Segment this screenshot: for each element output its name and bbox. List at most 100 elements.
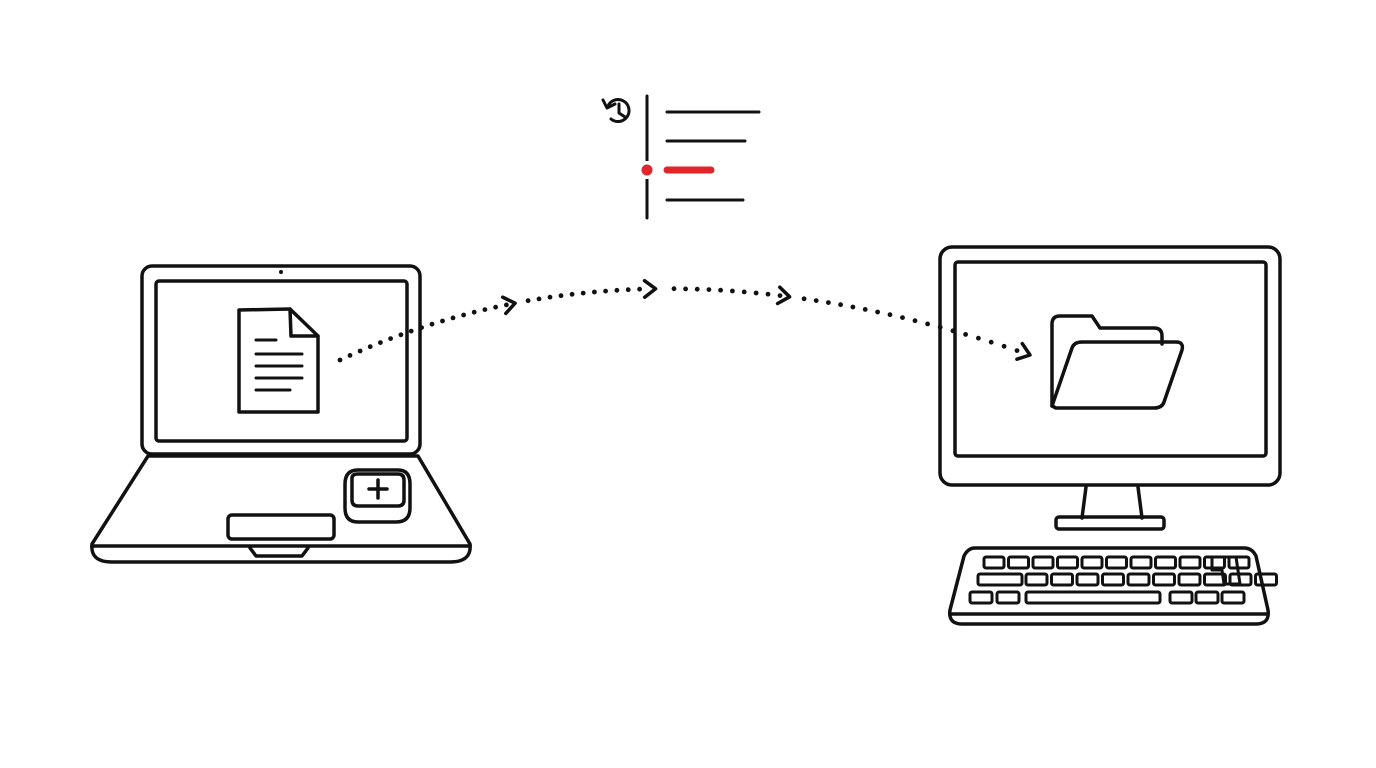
keyboard-enter-key: [1210, 555, 1242, 586]
arrow-dot: [493, 304, 498, 310]
keyboard-key: [1194, 590, 1220, 605]
arrow-dot: [592, 289, 597, 295]
keyboard-key: [968, 590, 994, 605]
arrow-head: [500, 295, 517, 316]
keyboard-icon: [948, 546, 1278, 626]
arrow-dot: [683, 286, 688, 292]
arrow-dot: [813, 298, 819, 303]
arrow-dot: [862, 307, 868, 312]
keyboard-key: [1177, 572, 1202, 587]
arrow-dot: [625, 287, 631, 293]
laptop-notch: [248, 546, 310, 558]
arrow-head: [642, 278, 658, 299]
keyboard-keys: [968, 555, 1278, 605]
keyboard-key: [1203, 555, 1226, 570]
keyboard-spacebar: [1024, 590, 1162, 605]
keyboard-key: [1024, 572, 1049, 587]
arrow-dot: [525, 298, 531, 304]
arrow-dot: [976, 335, 981, 341]
sync-arrow-heads: [500, 278, 1032, 361]
keyboard-key: [976, 572, 1024, 587]
arrow-dot: [988, 339, 994, 345]
keyboard-key: [1254, 572, 1278, 587]
arrow-dot: [706, 287, 712, 292]
arrow-dot: [887, 312, 893, 318]
arrow-dot: [398, 332, 404, 338]
arrow-dot: [850, 304, 856, 310]
monitor-screen: [953, 260, 1268, 458]
arrow-head: [775, 285, 792, 306]
arrow-dot: [950, 328, 956, 334]
history-marker: [641, 164, 653, 176]
plus-key-icon: [343, 468, 412, 524]
arrow-dot: [777, 293, 783, 298]
keyboard-key: [1154, 555, 1177, 570]
keyboard-key: [1227, 555, 1251, 570]
arrow-dot: [450, 315, 456, 321]
keyboard-key: [982, 555, 1006, 570]
keyboard-key: [1168, 590, 1194, 605]
arrow-dot: [963, 332, 968, 337]
arrow-dot: [569, 291, 575, 297]
keyboard-key: [1105, 555, 1128, 570]
arrow-dot: [482, 307, 488, 312]
keyboard-key: [1050, 572, 1074, 587]
arrow-head: [1015, 341, 1032, 361]
arrow-dot: [440, 318, 445, 324]
laptop-base: [90, 454, 472, 564]
arrow-dot: [388, 336, 393, 341]
desktop-computer-icon: [938, 245, 1282, 531]
arrow-dot: [826, 300, 831, 305]
keyboard-key: [1152, 572, 1176, 587]
arrow-dot: [753, 290, 759, 296]
arrow-dot: [1001, 343, 1007, 349]
arrow-dot: [671, 286, 677, 292]
monitor-stand-base: [1054, 515, 1166, 531]
arrow-dot: [419, 325, 424, 330]
arrow-dot: [912, 318, 918, 324]
arrow-dot: [580, 290, 586, 296]
arrow-dot: [637, 286, 642, 292]
keyboard-key: [1101, 572, 1125, 587]
arrow-dot: [937, 324, 943, 330]
arrow-dot: [357, 348, 363, 354]
arrow-dot: [741, 289, 747, 295]
keyboard-key: [1129, 555, 1153, 570]
arrow-dot: [838, 302, 843, 308]
arrow-dot: [603, 288, 608, 294]
history-icon: [601, 98, 631, 124]
arrow-dot: [614, 287, 620, 293]
keyboard-key: [1080, 555, 1104, 570]
monitor-stand-neck: [1080, 485, 1144, 520]
laptop-icon: [90, 264, 472, 564]
sync-arrow-dots: [337, 286, 1020, 363]
arrow-dot: [730, 288, 735, 294]
arrow-dot: [471, 309, 477, 315]
keyboard-key: [995, 590, 1021, 605]
arrow-dot: [694, 286, 700, 292]
arrow-dot: [337, 357, 343, 363]
version-history: [601, 94, 761, 220]
keyboard-key: [1203, 572, 1227, 587]
keyboard-key: [1007, 555, 1030, 570]
arrow-dot: [801, 296, 807, 302]
arrow-dot: [367, 344, 373, 350]
arrow-dot: [718, 287, 723, 293]
sync-arrow: [337, 278, 1032, 363]
arrow-dot: [504, 302, 509, 308]
arrow-dot: [408, 328, 414, 334]
keyboard-key: [1178, 555, 1202, 570]
keyboard-key: [1056, 555, 1079, 570]
monitor-frame: [938, 245, 1282, 487]
keyboard-key: [1031, 555, 1055, 570]
arrow-dot: [765, 291, 771, 297]
arrow-dot: [900, 315, 905, 320]
keyboard-key: [1126, 572, 1151, 587]
laptop-screen: [154, 279, 409, 443]
history-timeline: [640, 94, 761, 220]
arrow-dot: [536, 296, 542, 302]
laptop-trackpad: [226, 513, 336, 541]
arrow-dot: [547, 294, 553, 300]
